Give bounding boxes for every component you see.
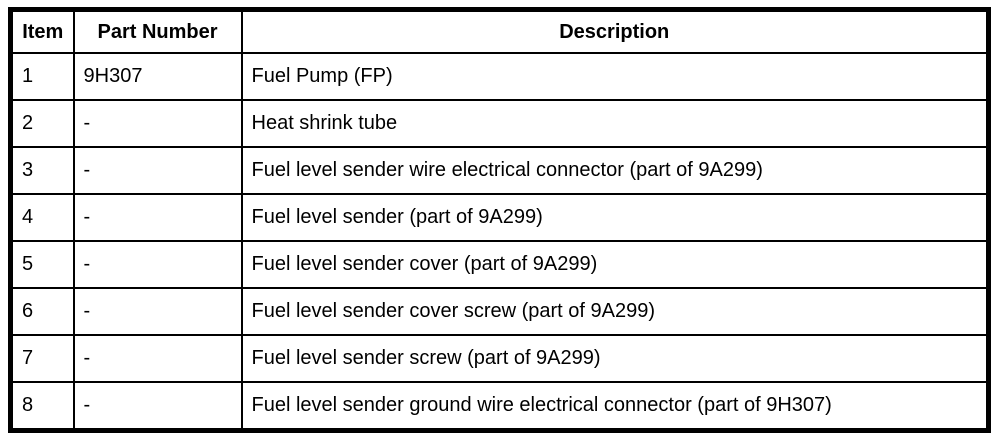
header-part-number: Part Number	[72, 8, 243, 54]
cell-item: 3	[9, 146, 75, 195]
table-row: 5 - Fuel level sender cover (part of 9A2…	[9, 240, 990, 289]
table-row: 1 9H307 Fuel Pump (FP)	[9, 52, 990, 101]
cell-description: Fuel Pump (FP)	[240, 52, 990, 101]
cell-part-number: -	[72, 146, 243, 195]
cell-item: 8	[9, 381, 75, 432]
header-item: Item	[9, 8, 75, 54]
cell-description: Fuel level sender cover screw (part of 9…	[240, 287, 990, 336]
cell-item: 1	[9, 52, 75, 101]
cell-item: 4	[9, 193, 75, 242]
cell-part-number: -	[72, 381, 243, 432]
cell-description: Fuel level sender wire electrical connec…	[240, 146, 990, 195]
parts-table-container: Item Part Number Description 1 9H307 Fue…	[8, 7, 991, 433]
table-row: 3 - Fuel level sender wire electrical co…	[9, 146, 990, 195]
cell-description: Fuel level sender screw (part of 9A299)	[240, 334, 990, 383]
table-header-row: Item Part Number Description	[9, 8, 990, 54]
table-row: 2 - Heat shrink tube	[9, 99, 990, 148]
cell-item: 5	[9, 240, 75, 289]
table-row: 7 - Fuel level sender screw (part of 9A2…	[9, 334, 990, 383]
table-row: 8 - Fuel level sender ground wire electr…	[9, 381, 990, 432]
cell-part-number: -	[72, 240, 243, 289]
parts-table: Item Part Number Description 1 9H307 Fue…	[8, 7, 991, 433]
cell-description: Heat shrink tube	[240, 99, 990, 148]
cell-description: Fuel level sender cover (part of 9A299)	[240, 240, 990, 289]
header-description: Description	[240, 8, 990, 54]
cell-part-number: -	[72, 193, 243, 242]
cell-item: 6	[9, 287, 75, 336]
cell-part-number: 9H307	[72, 52, 243, 101]
cell-item: 2	[9, 99, 75, 148]
cell-part-number: -	[72, 99, 243, 148]
cell-description: Fuel level sender ground wire electrical…	[240, 381, 990, 432]
cell-part-number: -	[72, 334, 243, 383]
cell-item: 7	[9, 334, 75, 383]
cell-description: Fuel level sender (part of 9A299)	[240, 193, 990, 242]
table-row: 4 - Fuel level sender (part of 9A299)	[9, 193, 990, 242]
cell-part-number: -	[72, 287, 243, 336]
table-row: 6 - Fuel level sender cover screw (part …	[9, 287, 990, 336]
